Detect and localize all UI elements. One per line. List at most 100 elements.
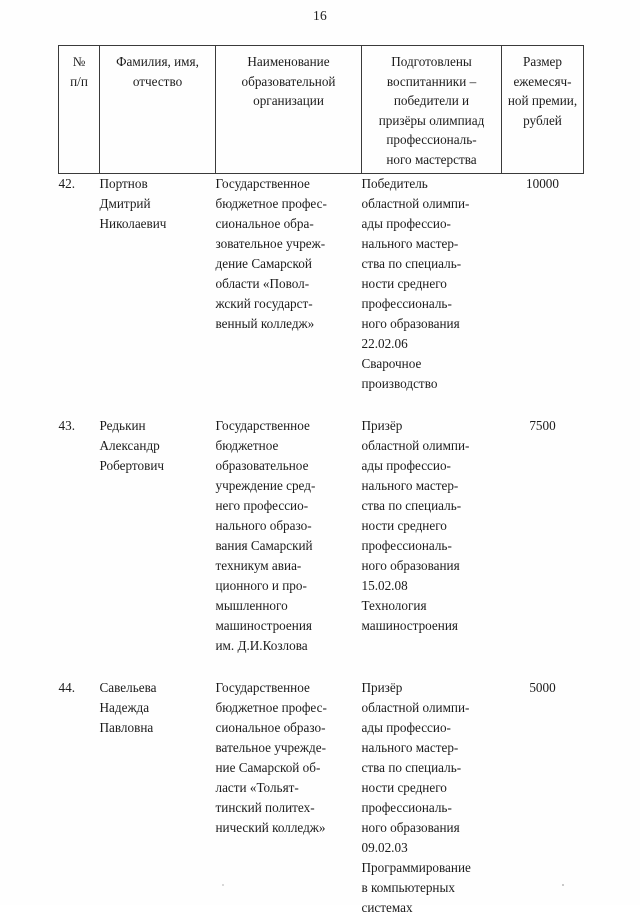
text-line: нального мастер- bbox=[362, 476, 502, 496]
text-line: организации bbox=[219, 91, 358, 111]
text-line: Размер bbox=[505, 52, 580, 72]
text-line: профессиональ- bbox=[362, 798, 502, 818]
text-line: призёры олимпиад bbox=[365, 111, 498, 131]
text-line: нального мастер- bbox=[362, 234, 502, 254]
text-line: бюджетное bbox=[216, 436, 362, 456]
text-line: нального мастер- bbox=[362, 738, 502, 758]
text-line: ной премии, bbox=[505, 91, 580, 111]
text-line: Робертович bbox=[100, 456, 216, 476]
text-line: машиностроения bbox=[216, 616, 362, 636]
text-line: ности среднего bbox=[362, 516, 502, 536]
text-line: победители и bbox=[365, 91, 498, 111]
text-line: ады профессио- bbox=[362, 214, 502, 234]
text-line: Победитель bbox=[362, 174, 502, 194]
text-line: ционного и про- bbox=[216, 576, 362, 596]
text-line: 09.02.03 bbox=[362, 838, 502, 858]
text-line: им. Д.И.Козлова bbox=[216, 636, 362, 656]
text-line: № bbox=[62, 52, 96, 72]
text-line: бюджетное профес- bbox=[216, 698, 362, 718]
text-line: ады профессио- bbox=[362, 456, 502, 476]
text-line: отчество bbox=[103, 72, 212, 92]
text-line: Призёр bbox=[362, 678, 502, 698]
text-line: Надежда bbox=[100, 698, 216, 718]
text-line: мышленного bbox=[216, 596, 362, 616]
text-line: Дмитрий bbox=[100, 194, 216, 214]
text-line: Николаевич bbox=[100, 214, 216, 234]
text-line: профессиональ- bbox=[362, 294, 502, 314]
text-line: Призёр bbox=[362, 416, 502, 436]
row-gap bbox=[59, 656, 584, 678]
cell-prize: 10000 bbox=[502, 174, 584, 395]
page-number: 16 bbox=[0, 8, 640, 24]
text-line: бюджетное профес- bbox=[216, 194, 362, 214]
column-header-name: Фамилия, имя,отчество bbox=[100, 46, 216, 174]
text-line: Редькин bbox=[100, 416, 216, 436]
text-line: Сварочное bbox=[362, 354, 502, 374]
text-line: ности среднего bbox=[362, 778, 502, 798]
text-line: сиональное обра- bbox=[216, 214, 362, 234]
text-line: Павловна bbox=[100, 718, 216, 738]
text-line: ласти «Тольят- bbox=[216, 778, 362, 798]
text-line: воспитанники – bbox=[365, 72, 498, 92]
text-line: вания Самарский bbox=[216, 536, 362, 556]
cell-no: 44. bbox=[59, 678, 100, 918]
text-line: ного мастерства bbox=[365, 150, 498, 170]
text-line: сиональное образо- bbox=[216, 718, 362, 738]
text-line: ного образования bbox=[362, 314, 502, 334]
text-line: Государственное bbox=[216, 678, 362, 698]
text-line: тинский политех- bbox=[216, 798, 362, 818]
text-line: ады профессио- bbox=[362, 718, 502, 738]
text-line: профессиональ- bbox=[365, 130, 498, 150]
text-line: Портнов bbox=[100, 174, 216, 194]
text-line: Фамилия, имя, bbox=[103, 52, 212, 72]
text-line: производство bbox=[362, 374, 502, 394]
text-line: Программирование bbox=[362, 858, 502, 878]
text-line: ства по специаль- bbox=[362, 254, 502, 274]
row-gap bbox=[59, 394, 584, 416]
text-line: профессиональ- bbox=[362, 536, 502, 556]
text-line: него профессио- bbox=[216, 496, 362, 516]
text-line: ние Самарской об- bbox=[216, 758, 362, 778]
text-line: в компьютерных bbox=[362, 878, 502, 898]
text-line: нального образо- bbox=[216, 516, 362, 536]
text-line: п/п bbox=[62, 72, 96, 92]
scan-speck bbox=[562, 884, 564, 886]
text-line: жский государст- bbox=[216, 294, 362, 314]
text-line: ства по специаль- bbox=[362, 496, 502, 516]
text-line: Александр bbox=[100, 436, 216, 456]
cell-prize: 7500 bbox=[502, 416, 584, 656]
text-line: ности среднего bbox=[362, 274, 502, 294]
text-line: Технология bbox=[362, 596, 502, 616]
text-line: областной олимпи- bbox=[362, 698, 502, 718]
text-line: Наименование bbox=[219, 52, 358, 72]
text-line: ежемесяч- bbox=[505, 72, 580, 92]
cell-no: 43. bbox=[59, 416, 100, 656]
cell-prize: 5000 bbox=[502, 678, 584, 918]
text-line: венный колледж» bbox=[216, 314, 362, 334]
text-line: системах bbox=[362, 898, 502, 918]
text-line: нический колледж» bbox=[216, 818, 362, 838]
text-line: областной олимпи- bbox=[362, 436, 502, 456]
text-line: образовательное bbox=[216, 456, 362, 476]
text-line: учреждение сред- bbox=[216, 476, 362, 496]
text-line: Государственное bbox=[216, 174, 362, 194]
text-line: дение Самарской bbox=[216, 254, 362, 274]
text-line: областной олимпи- bbox=[362, 194, 502, 214]
text-line: рублей bbox=[505, 111, 580, 131]
text-line: образовательной bbox=[219, 72, 358, 92]
text-line: зовательное учреж- bbox=[216, 234, 362, 254]
text-line: техникум авиа- bbox=[216, 556, 362, 576]
